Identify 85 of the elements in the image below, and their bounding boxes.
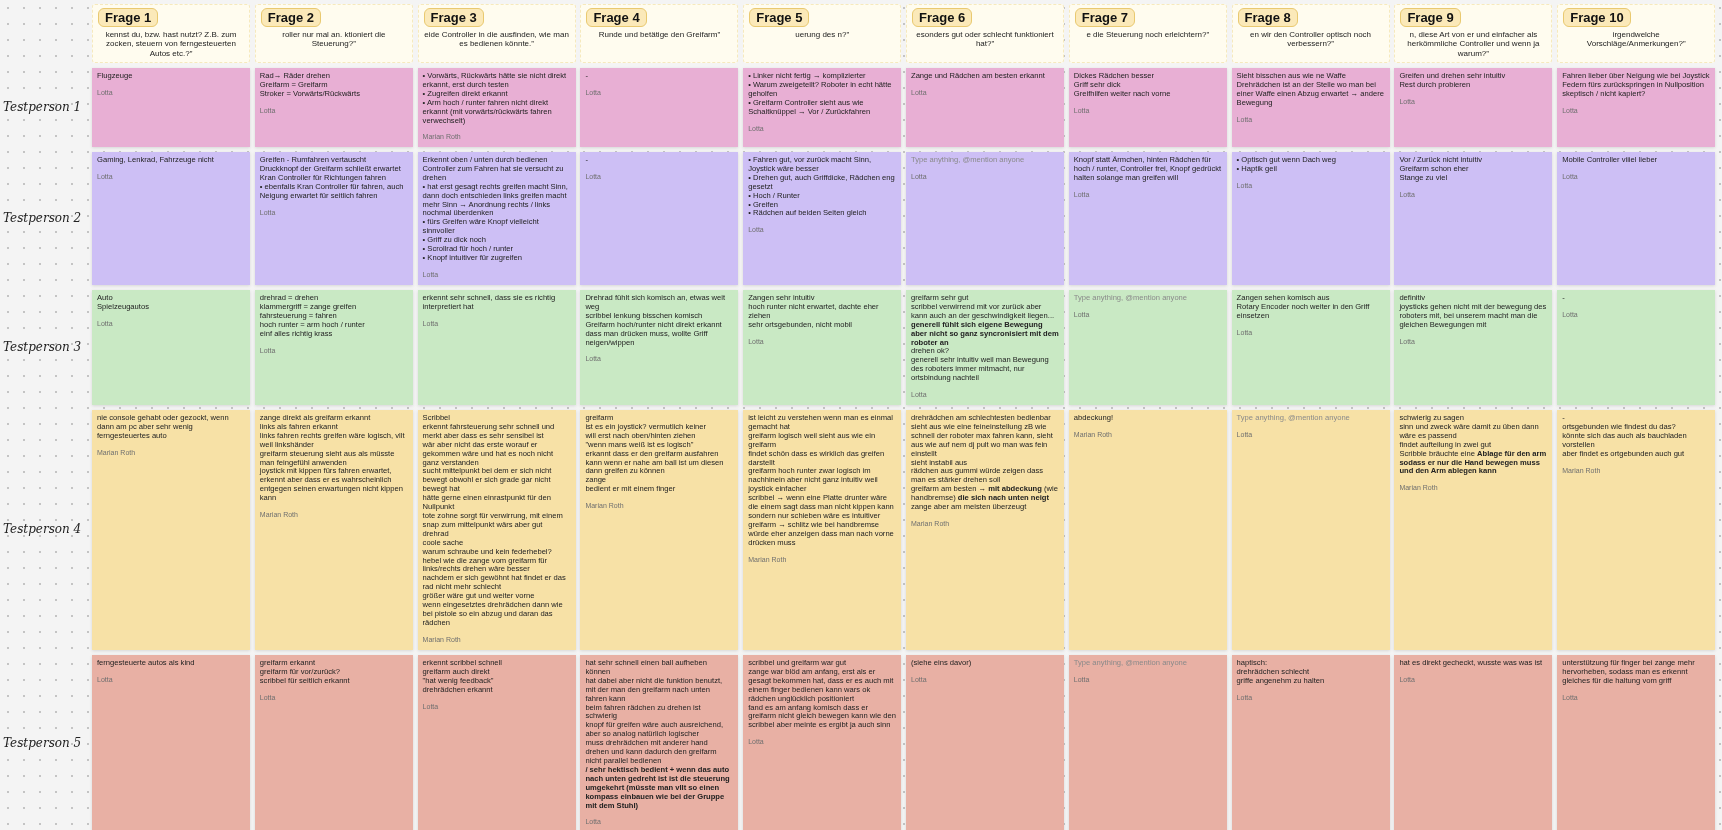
sticky-note	[254, 410, 413, 650]
sticky-note	[906, 152, 1064, 285]
sticky-note	[417, 655, 576, 830]
question-card	[580, 4, 739, 63]
sticky-note	[1557, 68, 1716, 147]
question-tag: Frage 7	[1074, 8, 1136, 27]
question-text: esonders gut oder schlecht funktioniert hat?”	[915, 30, 1055, 49]
sticky-note	[417, 68, 576, 148]
sticky-note	[417, 290, 576, 405]
question-tag: Frage 5	[749, 8, 810, 27]
question-text: n, diese Art von er und einfacher als herkömmliche Controller und wenn ja warum?”	[1406, 30, 1541, 59]
question-tag: Frage 1	[98, 8, 159, 27]
question-text: Runde und betätige den Greifarm”	[597, 30, 722, 40]
sticky-note	[254, 290, 413, 405]
sticky-note	[1231, 410, 1390, 650]
question-card	[1068, 4, 1227, 63]
sticky-note	[580, 290, 739, 405]
sticky-note	[1394, 68, 1553, 147]
sticky-note	[743, 655, 902, 830]
sticky-note	[417, 152, 576, 285]
question-tag: Frage 2	[260, 8, 322, 27]
sticky-note	[1557, 290, 1716, 405]
question-text: kennst du, bzw. hast nutzt? Z.B. zum zocken, steuern von ferngesteuerten Autos etc.?”	[104, 30, 238, 59]
sticky-note	[743, 290, 902, 405]
question-text: en wir den Controller optisch noch verbessern?”	[1249, 30, 1373, 49]
row-label: Testperson 2	[3, 210, 82, 225]
sticky-note	[906, 290, 1064, 406]
sticky-note	[1068, 68, 1227, 147]
question-text: roller nur mal an. ktioniert die Steuerung?”	[281, 30, 387, 49]
question-tag: Frage 6	[912, 8, 973, 27]
sticky-note	[906, 68, 1064, 147]
question-card	[417, 4, 576, 63]
sticky-note	[580, 68, 739, 147]
sticky-note	[254, 68, 413, 147]
sticky-note	[743, 410, 902, 650]
row-label: Testperson 1	[3, 99, 82, 114]
question-card	[1231, 4, 1390, 63]
sticky-note	[580, 655, 739, 830]
question-tag: Frage 4	[586, 8, 647, 27]
sticky-note	[1394, 290, 1553, 405]
sticky-note	[743, 152, 902, 285]
question-tag: Frage 3	[423, 8, 484, 27]
question-card	[743, 4, 902, 63]
sticky-note	[1394, 655, 1553, 830]
question-text: irgendwelche Vorschläge/Anmerkungen?”	[1585, 30, 1687, 49]
sticky-note	[1394, 410, 1553, 650]
sticky-note	[1231, 655, 1390, 830]
sticky-note	[1068, 290, 1227, 405]
sticky-note	[743, 68, 902, 147]
question-card	[1394, 4, 1553, 64]
sticky-note	[1557, 152, 1716, 285]
question-tag: Frage 10	[1563, 8, 1631, 27]
sticky-note	[92, 290, 250, 405]
question-text: uerung des n?”	[794, 30, 851, 40]
row-label: Testperson 3	[3, 339, 82, 354]
sticky-note	[580, 410, 739, 650]
question-card	[906, 4, 1064, 63]
sticky-note	[1394, 152, 1553, 285]
sticky-note	[1231, 152, 1390, 285]
question-tag: Frage 9	[1400, 8, 1461, 27]
sticky-note	[1231, 68, 1390, 147]
question-text: e die Steuerung noch erleichtern?”	[1085, 30, 1211, 40]
sticky-note	[1068, 655, 1227, 830]
sticky-note	[906, 655, 1064, 830]
sticky-note	[1557, 410, 1716, 650]
sticky-note	[1068, 152, 1227, 285]
sticky-note	[580, 152, 739, 285]
sticky-note	[92, 152, 250, 285]
sticky-note	[1557, 655, 1716, 830]
row-label: Testperson 4	[3, 522, 82, 536]
sticky-note	[906, 410, 1064, 650]
question-card	[254, 4, 413, 63]
sticky-note	[254, 655, 413, 830]
sticky-note	[254, 152, 413, 285]
sticky-note	[417, 410, 576, 650]
sticky-note	[92, 655, 250, 830]
question-tag: Frage 8	[1237, 8, 1298, 27]
question-card	[1557, 4, 1716, 63]
sticky-note	[92, 68, 250, 147]
question-text: eide Controller in die ausfinden, wie man es bedienen könnte.”	[423, 30, 570, 49]
row-label: Testperson 5	[3, 735, 82, 750]
sticky-note	[92, 410, 250, 650]
sticky-note	[1231, 290, 1390, 405]
sticky-note	[1068, 410, 1227, 650]
question-card	[92, 4, 250, 64]
